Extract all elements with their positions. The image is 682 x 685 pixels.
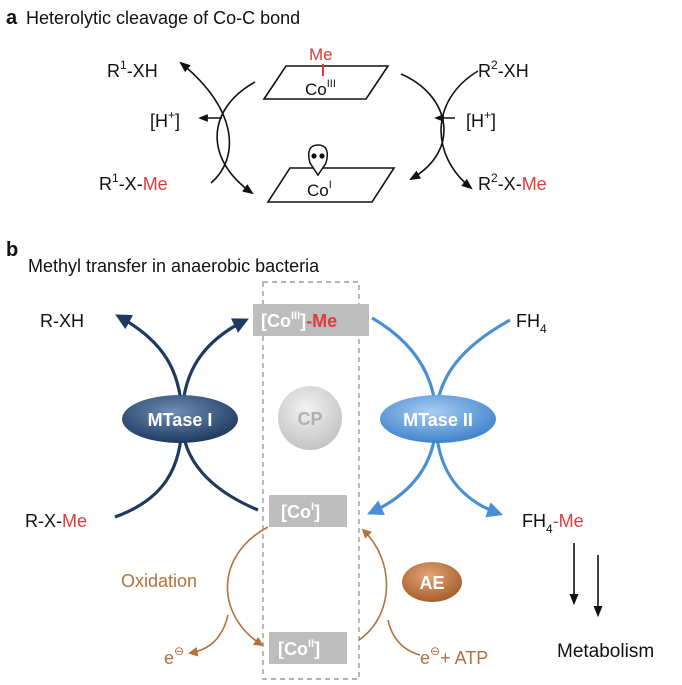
corrinoid-protein-box bbox=[262, 281, 360, 680]
r-x-me-label: R-X-Me bbox=[25, 511, 87, 531]
reactivation-arrow bbox=[358, 528, 388, 641]
co3-label: CoIII bbox=[305, 78, 336, 99]
left-cobalt-arrow bbox=[216, 81, 256, 195]
co1-state-label: [CoI] bbox=[281, 501, 320, 522]
electron-dot bbox=[319, 153, 325, 159]
h-plus-right: [H+] bbox=[466, 108, 496, 131]
co3-plane bbox=[262, 65, 390, 100]
panel-a-letter: a bbox=[6, 7, 18, 29]
fh4-me-label: FH4-Me bbox=[522, 511, 584, 536]
right-cobalt-arrow bbox=[400, 73, 445, 181]
ae-ellipse bbox=[402, 562, 462, 602]
mtase1-ellipse bbox=[122, 395, 238, 443]
oxidation-arrow bbox=[226, 526, 269, 647]
co3-me-box bbox=[253, 304, 369, 336]
fh4-label: FH4 bbox=[516, 311, 547, 336]
co3-me-label: [CoIII]-Me bbox=[261, 310, 337, 331]
co3-methyl-label: Me bbox=[309, 45, 333, 64]
mtase2-label: MTase II bbox=[403, 410, 473, 430]
r-xh-label: R-XH bbox=[40, 311, 84, 331]
co1-label: CoI bbox=[307, 179, 332, 200]
electron-release-arrow bbox=[188, 614, 229, 657]
mtase2-ellipse bbox=[380, 395, 496, 443]
h-plus-left: [H+] bbox=[150, 108, 180, 131]
r2-xh-label: R2-XH bbox=[478, 58, 529, 81]
co2-state-label: [CoII] bbox=[278, 638, 320, 659]
panel-a-title: Heterolytic cleavage of Co-C bond bbox=[26, 8, 300, 28]
r2-x-me-label: R2-X-Me bbox=[478, 171, 547, 194]
metabolism-label: Metabolism bbox=[557, 641, 654, 662]
r1-x-me-label: R1-X-Me bbox=[99, 171, 168, 194]
electron-out-label: e⊖ bbox=[164, 644, 184, 668]
left-methyl-transfer-arrow bbox=[179, 61, 231, 184]
r1-xh-label: R1-XH bbox=[107, 58, 158, 81]
lone-pair-orbital bbox=[307, 144, 329, 177]
electron-input-arrow bbox=[387, 619, 421, 656]
right-methyl-transfer-arrow bbox=[440, 70, 479, 190]
electron-dot bbox=[311, 153, 317, 159]
co1-box bbox=[269, 495, 347, 527]
co2-box bbox=[269, 632, 347, 664]
electron-atp-label: e⊖+ ATP bbox=[420, 644, 488, 668]
cp-label: CP bbox=[297, 409, 322, 429]
mtase1-label: MTase I bbox=[148, 410, 213, 430]
panel-b-title: Methyl transfer in anaerobic bacteria bbox=[28, 256, 320, 276]
ae-label: AE bbox=[419, 573, 444, 593]
oxidation-label: Oxidation bbox=[121, 571, 197, 591]
cp-circle bbox=[278, 386, 342, 450]
co1-plane bbox=[266, 167, 396, 203]
panel-b-letter: b bbox=[6, 239, 18, 261]
